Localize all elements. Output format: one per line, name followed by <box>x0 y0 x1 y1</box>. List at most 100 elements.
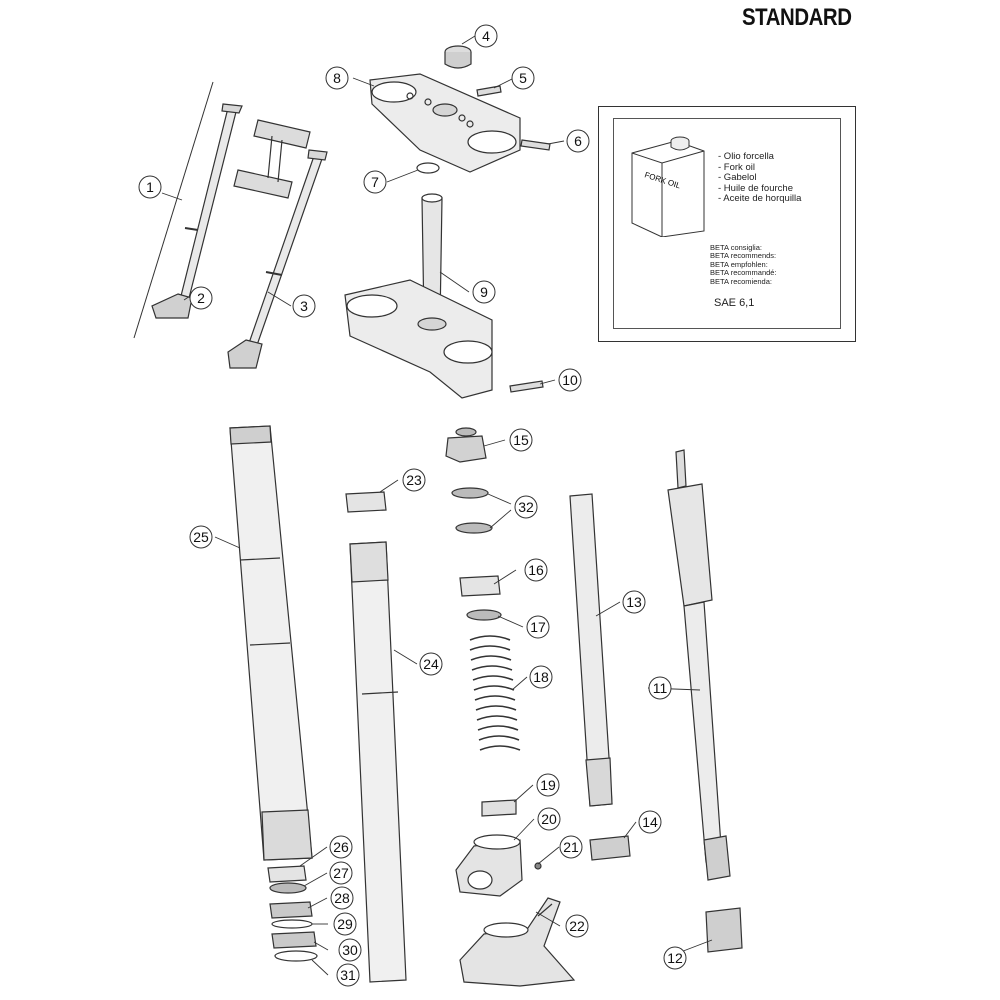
callout-number: 32 <box>518 499 534 515</box>
fork-oil-info-inner-frame: FORK OIL - Olio forcella - Fork oil - Ga… <box>613 118 841 329</box>
callout-number: 5 <box>519 70 527 86</box>
callout-circle <box>514 495 538 519</box>
callout-circle <box>292 294 316 318</box>
callout-number: 2 <box>197 290 205 306</box>
bolt-6-drawing <box>520 139 551 151</box>
callout-number: 24 <box>423 656 439 672</box>
bushing-16-drawing <box>459 575 501 597</box>
ring-31-drawing <box>274 950 318 962</box>
nut-14-drawing <box>589 835 631 861</box>
bushing-26-drawing <box>267 865 307 883</box>
callout-circle <box>566 129 590 153</box>
callout-circle <box>509 428 533 452</box>
callout-number: 26 <box>333 839 349 855</box>
oil-grade: SAE 6,1 <box>714 297 755 309</box>
callout-number: 19 <box>540 777 556 793</box>
callout-circle <box>558 368 582 392</box>
lower-triple-clamp-drawing <box>344 193 493 399</box>
callout-number: 22 <box>569 918 585 934</box>
fork-foot-drawing <box>455 834 523 897</box>
callout-number: 27 <box>333 865 349 881</box>
callout-circle <box>338 938 362 962</box>
callout-number: 3 <box>300 298 308 314</box>
upper-triple-clamp-drawing <box>369 73 521 173</box>
damping-rod-drawing <box>667 449 731 881</box>
recommendation-list: BETA consiglia: BETA recommends: BETA em… <box>710 243 777 286</box>
callout-number: 21 <box>563 839 579 855</box>
recommend-it: BETA consiglia: <box>710 243 762 252</box>
callout-number: 14 <box>642 814 658 830</box>
callout-circle <box>189 525 213 549</box>
callout-circle <box>648 676 672 700</box>
callout-circle <box>529 665 553 689</box>
callout-number: 12 <box>667 950 683 966</box>
recommend-en: BETA recommends: <box>710 251 777 261</box>
ring-19-drawing <box>481 799 517 817</box>
callout-number: 30 <box>342 942 358 958</box>
fork-leg-left-drawing <box>151 103 243 319</box>
inner-tube-drawing <box>349 541 407 983</box>
callout-number: 18 <box>533 669 549 685</box>
callout-circle <box>536 773 560 797</box>
oil-name-fr: - Huile de fourche <box>718 182 793 194</box>
oil-name-es: - Aceite de horquilla <box>718 193 802 205</box>
fork-leg-right-drawing <box>227 119 328 369</box>
callout-circle <box>526 615 550 639</box>
callout-number: 4 <box>482 28 490 44</box>
callout-circle <box>329 835 353 859</box>
seal-30-drawing <box>271 931 317 949</box>
callout-number: 10 <box>562 372 578 388</box>
callout-circle <box>325 66 349 90</box>
callout-number: 7 <box>371 174 379 190</box>
o-ring-7-drawing <box>416 162 440 174</box>
callout-number: 16 <box>528 562 544 578</box>
callout-circle <box>138 175 162 199</box>
oil-name-en: - Fork oil <box>718 161 755 173</box>
washer-17-drawing <box>466 609 502 621</box>
callout-circle <box>419 652 443 676</box>
callout-circle <box>663 946 687 970</box>
callout-circle <box>559 835 583 859</box>
callout-number: 31 <box>340 967 356 983</box>
callout-number: 13 <box>626 594 642 610</box>
assembly-bracket-line <box>133 81 214 339</box>
oil-name-it: - Olio forcella <box>718 151 774 162</box>
ring-29-drawing <box>271 919 313 929</box>
seal-28-drawing <box>269 901 313 919</box>
callout-number: 29 <box>337 916 353 932</box>
fork-oil-info-box: FORK OIL - Olio forcella - Fork oil - Ga… <box>598 106 856 342</box>
oil-can-icon: FORK OIL <box>631 136 705 237</box>
bolt-5-drawing <box>476 85 502 97</box>
outer-tube-drawing <box>229 425 313 861</box>
oil-name-list: - Olio forcella - Fork oil - Gabelol - H… <box>718 151 802 205</box>
callout-circle <box>638 810 662 834</box>
callout-circle <box>336 963 360 987</box>
callout-circle <box>565 914 589 938</box>
callout-number: 6 <box>574 133 582 149</box>
callout-circle <box>537 807 561 831</box>
spring-drawing <box>469 635 521 751</box>
recommend-es: BETA recomienda: <box>710 276 772 286</box>
valve-12-drawing <box>705 907 743 953</box>
callout-circle <box>524 558 548 582</box>
callout-circle <box>189 286 213 310</box>
washer-32b-drawing <box>455 522 493 534</box>
page-title: STANDARD <box>742 4 852 31</box>
callout-circle <box>472 280 496 304</box>
callout-number: 11 <box>653 680 668 696</box>
callout-number: 25 <box>193 529 209 545</box>
callout-number: 8 <box>333 70 341 86</box>
callout-circle <box>474 24 498 48</box>
callout-circle <box>402 468 426 492</box>
callout-number: 23 <box>406 472 422 488</box>
screw-21-drawing <box>534 862 542 870</box>
callout-circle <box>511 66 535 90</box>
callout-number: 20 <box>541 811 557 827</box>
callout-circle <box>330 886 354 910</box>
callout-number: 15 <box>513 432 529 448</box>
fork-foot-caliper-drawing <box>459 897 576 987</box>
callout-circle <box>622 590 646 614</box>
oil-name-de: - Gabelol <box>718 172 757 184</box>
bolt-10-drawing <box>509 380 544 393</box>
